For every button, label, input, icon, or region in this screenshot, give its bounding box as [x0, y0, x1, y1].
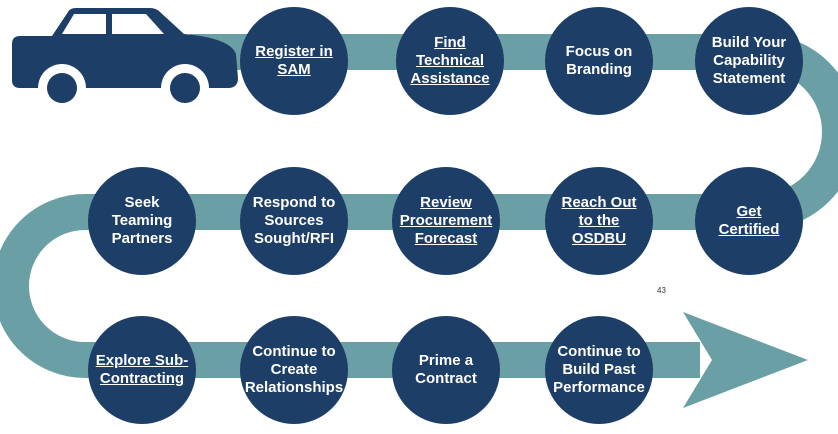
- step-explore-subcontracting[interactable]: Explore Sub- Contracting: [88, 316, 196, 424]
- car-icon: [12, 8, 238, 112]
- step-label: Respond to Sources Sought/RFI: [252, 194, 336, 247]
- step-respond-sources-sought: Respond to Sources Sought/RFI: [240, 167, 348, 275]
- step-label: Seek Teaming Partners: [111, 194, 173, 247]
- step-label: Prime a Contract: [415, 352, 477, 387]
- step-label: Register in SAM: [255, 43, 333, 78]
- step-seek-teaming-partners: Seek Teaming Partners: [88, 167, 196, 275]
- step-focus-branding: Focus on Branding: [545, 7, 653, 115]
- road-arrowhead: [683, 312, 808, 408]
- step-get-certified[interactable]: Get Certified: [695, 167, 803, 275]
- step-capability-statement: Build Your Capability Statement: [695, 7, 803, 115]
- step-label: Continue to Build Past Performance: [553, 343, 645, 396]
- step-label: Reach Out to the OSDBU: [561, 194, 637, 247]
- step-find-technical-assistance[interactable]: Find Technical Assistance: [396, 7, 504, 115]
- page-number: 43: [657, 286, 666, 295]
- step-label: Find Technical Assistance: [410, 34, 490, 87]
- step-label: Continue to Create Relationships: [244, 343, 344, 396]
- step-build-past-performance: Continue to Build Past Performance: [545, 316, 653, 424]
- step-review-procurement-forecast[interactable]: Review Procurement Forecast: [392, 167, 500, 275]
- step-reach-osdbu[interactable]: Reach Out to the OSDBU: [545, 167, 653, 275]
- step-label: Get Certified: [718, 203, 780, 238]
- step-create-relationships: Continue to Create Relationships: [240, 316, 348, 424]
- step-label: Explore Sub- Contracting: [95, 352, 189, 387]
- step-prime-contract: Prime a Contract: [392, 316, 500, 424]
- step-label: Review Procurement Forecast: [399, 194, 493, 247]
- step-register-sam[interactable]: Register in SAM: [240, 7, 348, 115]
- step-label: Build Your Capability Statement: [711, 34, 787, 87]
- step-label: Focus on Branding: [565, 43, 633, 78]
